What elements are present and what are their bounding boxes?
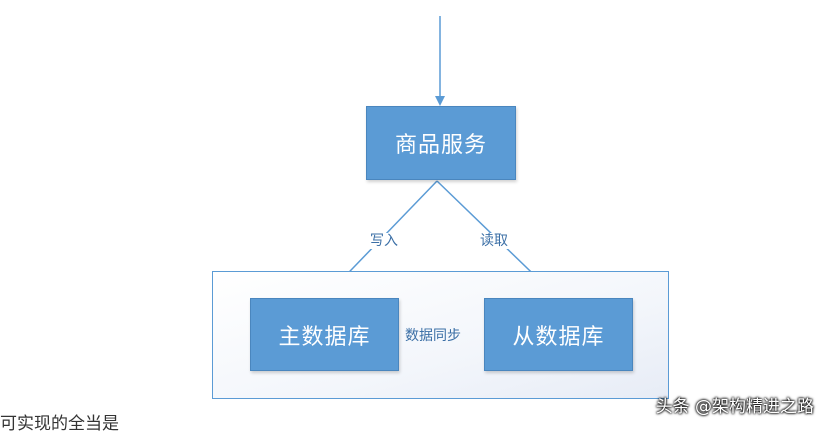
write-edge-label: 写入 bbox=[368, 233, 400, 249]
master-db-node: 主数据库 bbox=[250, 298, 399, 371]
master-db-node-label: 主数据库 bbox=[278, 324, 371, 350]
slave-db-node-label: 从数据库 bbox=[512, 324, 605, 350]
clipped-text: 可实现的全当是 bbox=[0, 414, 119, 434]
watermark: 头条 @架构精进之路 bbox=[655, 397, 814, 417]
service-node-label: 商品服务 bbox=[394, 133, 487, 158]
read-edge-label: 读取 bbox=[478, 233, 510, 249]
sync-edge-label: 数据同步 bbox=[405, 328, 461, 344]
slave-db-node: 从数据库 bbox=[484, 298, 633, 371]
service-node: 商品服务 bbox=[366, 106, 516, 180]
